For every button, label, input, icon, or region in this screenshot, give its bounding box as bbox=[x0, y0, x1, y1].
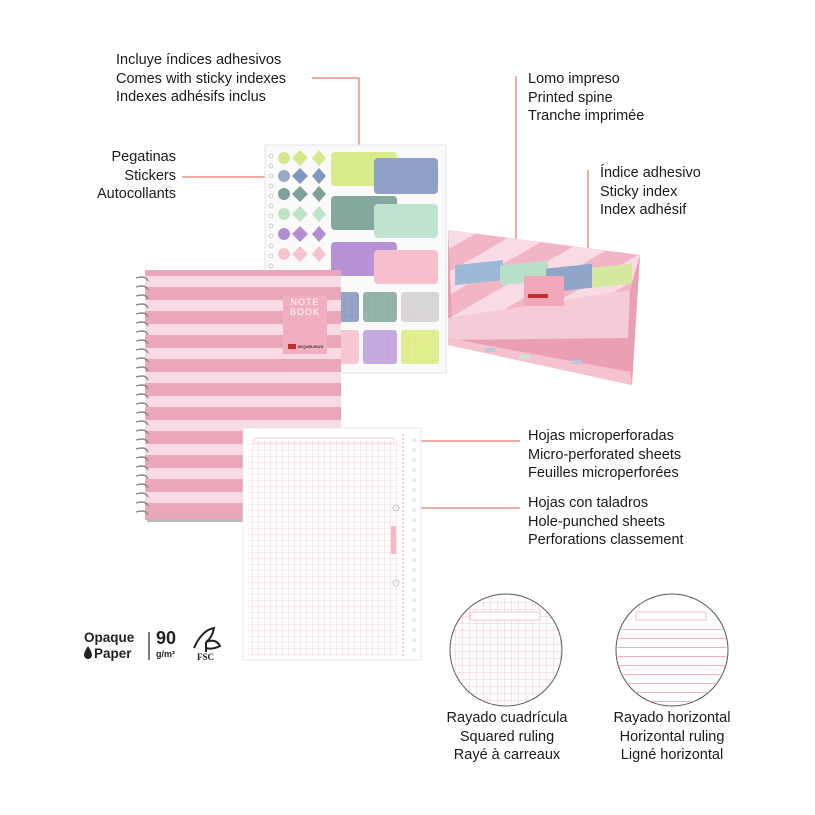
cover-title: NOTE BOOK bbox=[289, 297, 320, 317]
callout-micro-perforated: Hojas microperforadas Micro-perforated s… bbox=[528, 428, 682, 482]
fsc-label: FSC bbox=[197, 652, 215, 662]
open-notebook bbox=[448, 230, 640, 385]
callout-sticky-indexes: Incluye índices adhesivos Comes with sti… bbox=[116, 52, 287, 106]
paper-weight-value: 90 bbox=[156, 628, 177, 648]
opaque-paper-badge: Opaque Paper bbox=[84, 630, 135, 661]
callout-printed-spine: Lomo impreso Printed spine Tranche impri… bbox=[528, 71, 645, 125]
horizontal-ruling-circle bbox=[615, 593, 729, 707]
callout-hole-punched: Hojas con taladros Hole-punched sheets P… bbox=[528, 495, 684, 549]
opaque-drop-icon bbox=[84, 646, 92, 659]
squared-ruling-circle bbox=[449, 593, 563, 707]
callout-sticky-index: Índice adhesivo Sticky index Index adhés… bbox=[600, 165, 701, 219]
paper-weight-unit: g/m² bbox=[156, 649, 175, 659]
sticker-sheet bbox=[264, 144, 447, 374]
fsc-tree-icon bbox=[193, 626, 222, 652]
label-horizontal-ruling: Rayado horizontal Horizontal ruling Lign… bbox=[613, 710, 731, 764]
cover-brand: MIQUELRIUS bbox=[298, 344, 324, 349]
squared-sheet bbox=[242, 427, 422, 661]
label-squared-ruling: Rayado cuadrícula Squared ruling Rayé à … bbox=[446, 710, 568, 764]
callout-stickers: Pegatinas Stickers Autocollants bbox=[97, 149, 176, 203]
